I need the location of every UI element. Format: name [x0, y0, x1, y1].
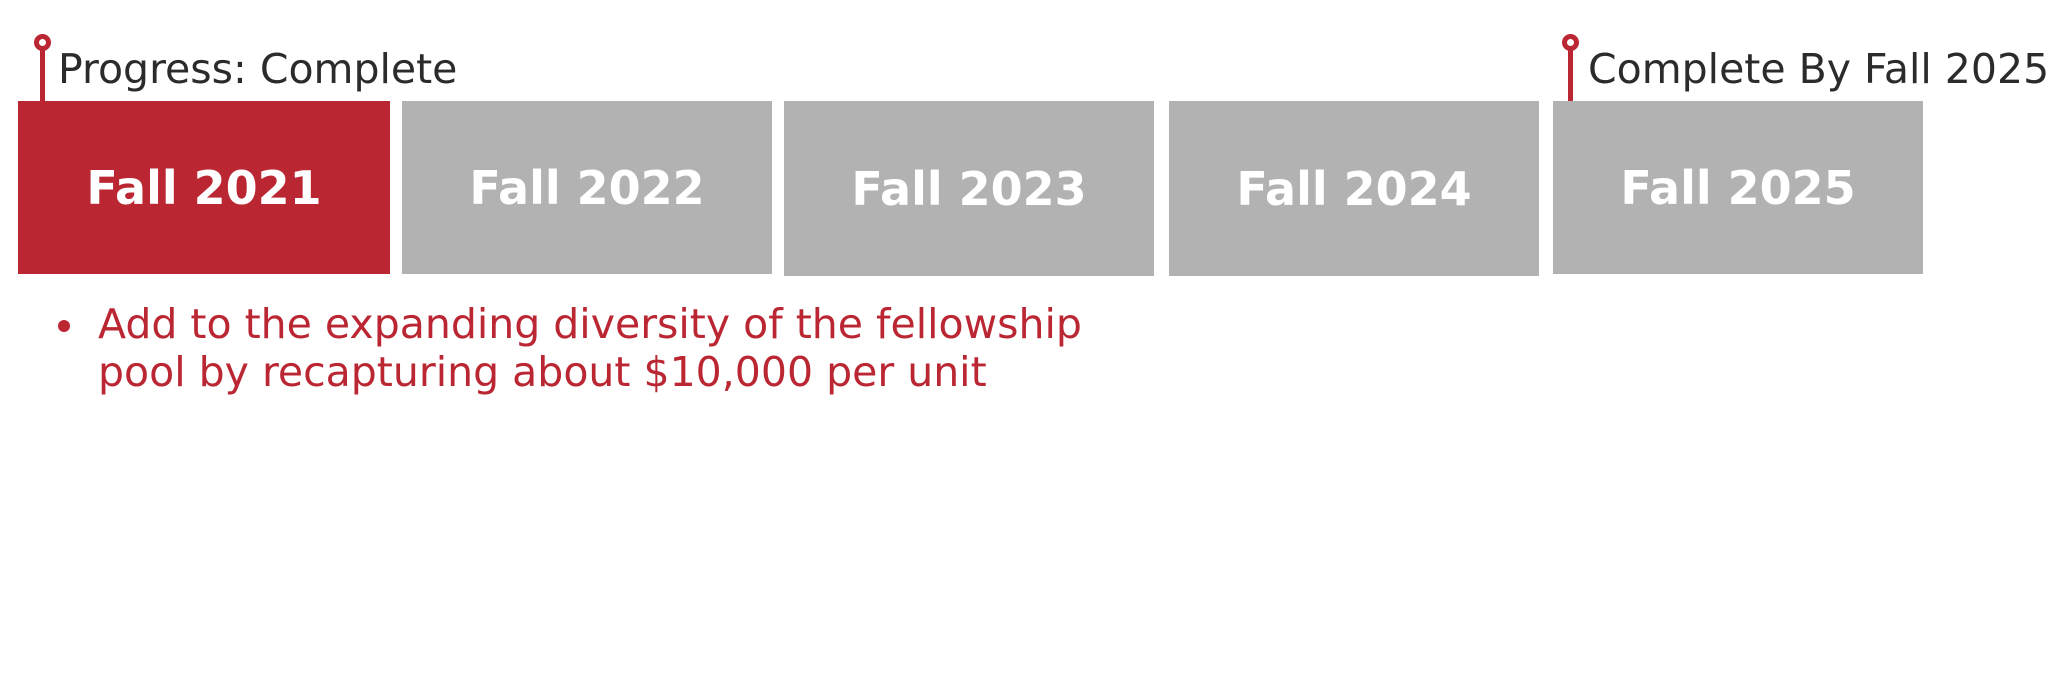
timeline-block-fall-2025: Fall 2025 — [1553, 101, 1923, 274]
bullet-icon — [58, 320, 70, 332]
marker-stem — [40, 50, 45, 109]
map-pin-icon — [1562, 34, 1579, 51]
list-item: Add to the expanding diversity of the fe… — [56, 300, 1176, 396]
progress-label: Progress: Complete — [58, 45, 458, 93]
notes-list: Add to the expanding diversity of the fe… — [56, 300, 1176, 396]
timeline-block-fall-2023: Fall 2023 — [784, 101, 1154, 276]
target-label: Complete By Fall 2025 — [1588, 45, 2049, 93]
timeline-block-fall-2022: Fall 2022 — [402, 101, 772, 274]
timeline-block-fall-2024: Fall 2024 — [1169, 101, 1539, 276]
marker-stem — [1568, 50, 1573, 109]
map-pin-icon — [34, 34, 51, 51]
list-item-text: Add to the expanding diversity of the fe… — [98, 300, 1082, 396]
timeline-block-fall-2021: Fall 2021 — [18, 101, 390, 274]
